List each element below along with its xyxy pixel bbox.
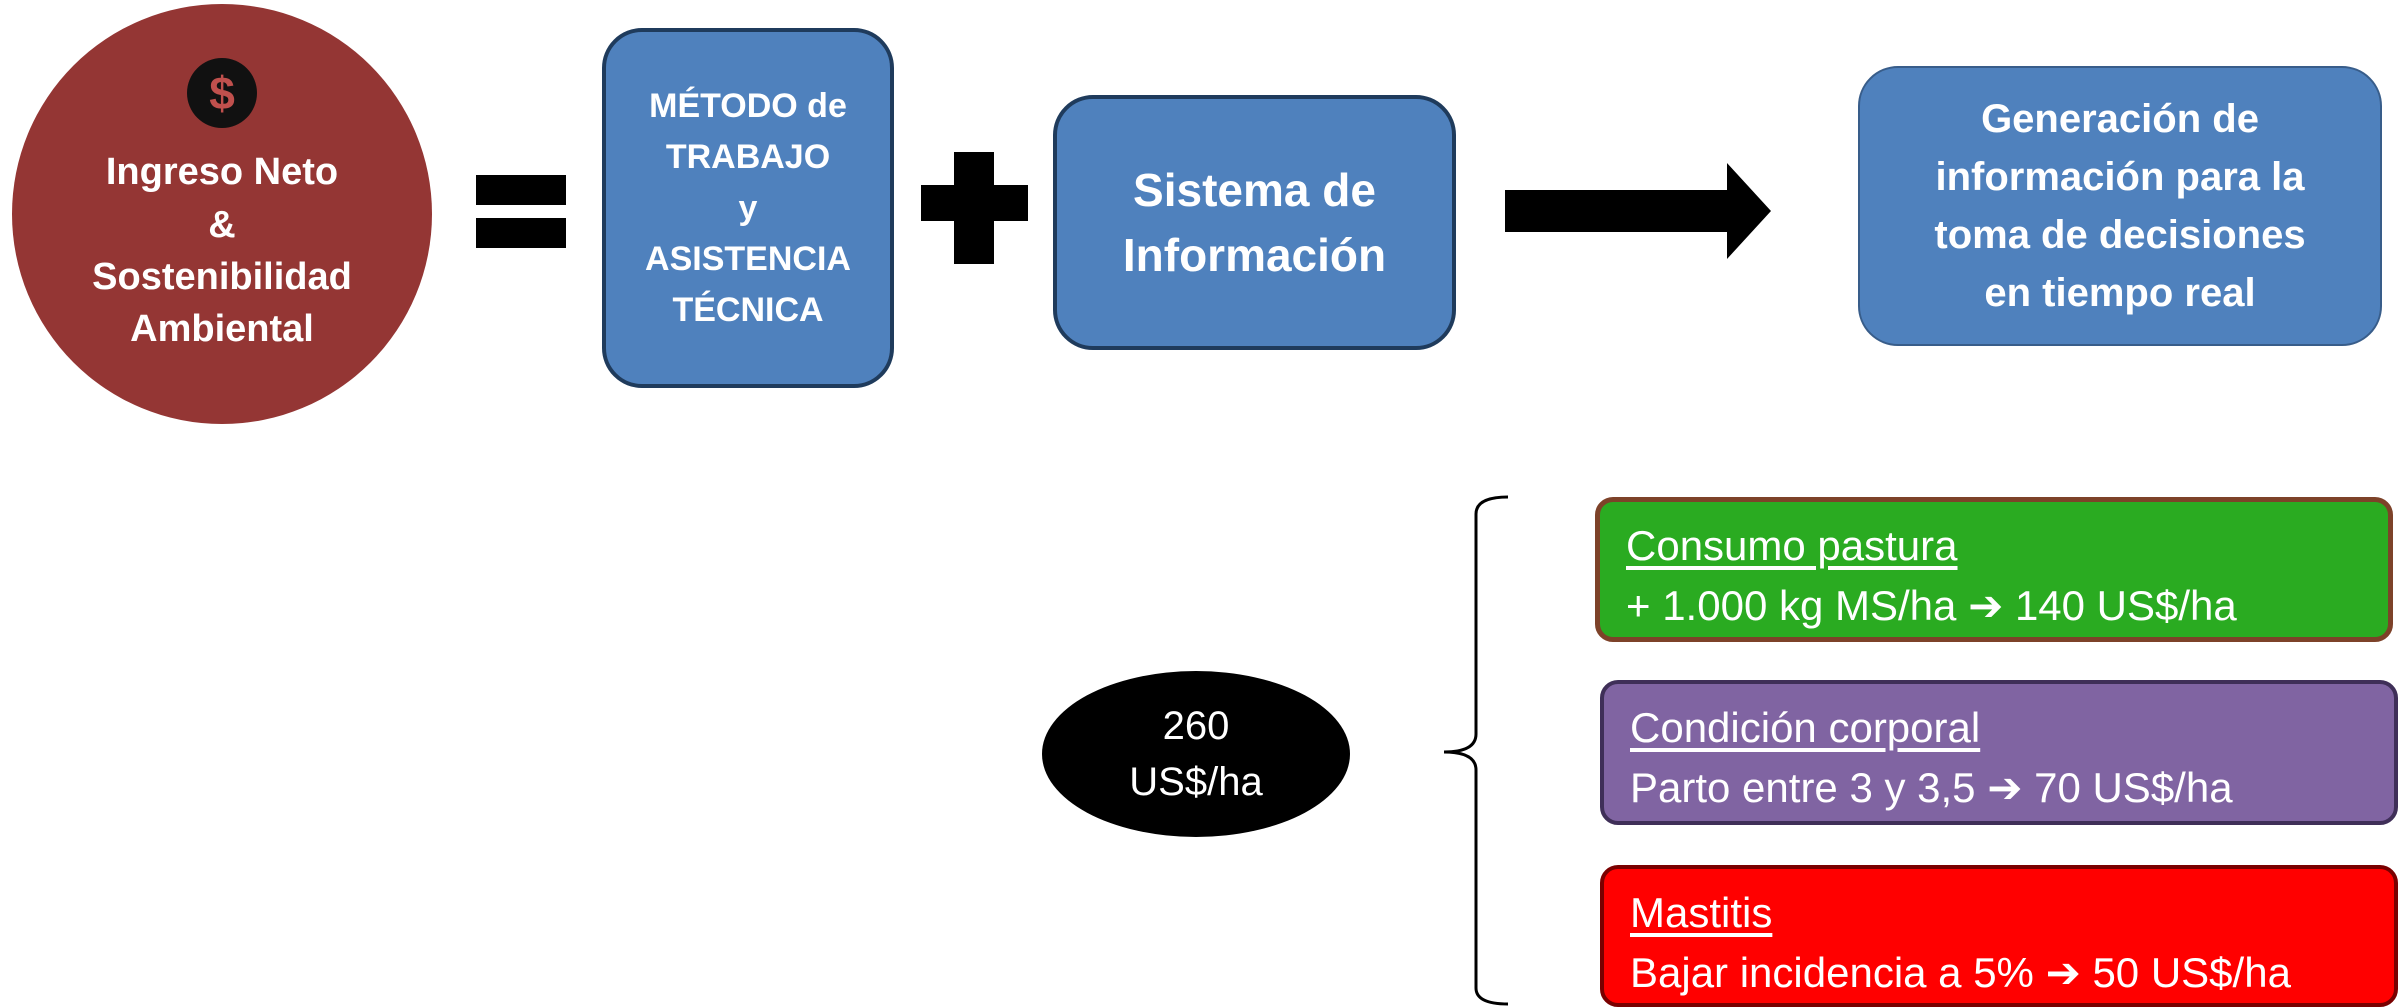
equals-icon-bottom-bar [476,218,566,248]
generacion-line-2: información para la [1935,155,2305,199]
metodo-line-1: MÉTODO de [649,86,847,125]
metodo-line-5: TÉCNICA [672,290,824,329]
arrow-right-icon: ➔ [2045,948,2081,996]
generacion-line-3: toma de decisiones [1934,213,2306,257]
circle-line-4: Ambiental [130,308,314,351]
item-detail: Parto entre 3 y 3,5 ➔ 70 US$/ha [1630,763,2233,811]
sistema-informacion-box: Sistema de Información [1053,95,1456,350]
circle-line-1: Ingreso Neto [105,151,339,194]
circle-line-2: & [208,203,236,246]
metodo-line-4: ASISTENCIA [645,239,851,278]
plus-icon-vertical [954,152,994,264]
total-value-ellipse: 260 US$/ha [1042,671,1350,837]
metodo-trabajo-box: MÉTODO de TRABAJO y ASISTENCIA TÉCNICA [602,28,894,388]
right-arrow-icon [1505,163,1771,259]
generacion-informacion-box: Generación de información para la toma d… [1858,66,2382,346]
item-title: Condición corporal [1630,704,1981,751]
mastitis-box: Mastitis Bajar incidencia a 5% ➔ 50 US$/… [1600,865,2398,1007]
item-title: Mastitis [1630,889,1773,936]
arrow-right-icon: ➔ [1968,581,2004,629]
sistema-line-1: Sistema de [1133,164,1376,217]
curly-brace-icon [1443,495,1509,1006]
item-detail: Bajar incidencia a 5% ➔ 50 US$/ha [1630,948,2291,996]
generacion-line-1: Generación de [1981,97,2259,141]
equals-icon-top-bar [476,175,566,205]
circle-line-3: Sostenibilidad [92,256,352,298]
total-unit: US$/ha [1129,760,1263,804]
consumo-pastura-box: Consumo pastura + 1.000 kg MS/ha ➔ 140 U… [1595,497,2393,642]
metodo-line-2: TRABAJO [665,137,831,176]
generacion-line-4: en tiempo real [1984,271,2256,315]
item-detail: + 1.000 kg MS/ha ➔ 140 US$/ha [1626,581,2237,629]
arrow-right-icon: ➔ [1987,763,2023,811]
sistema-line-2: Información [1122,228,1387,281]
total-value: 260 [1162,704,1230,748]
item-title: Consumo pastura [1626,522,1958,569]
dollar-icon: $ [187,58,257,129]
ingreso-neto-circle: $ Ingreso Neto & Sostenibilidad Ambienta… [12,4,432,424]
metodo-line-3: y [738,188,758,227]
condicion-corporal-box: Condición corporal Parto entre 3 y 3,5 ➔… [1600,680,2398,825]
